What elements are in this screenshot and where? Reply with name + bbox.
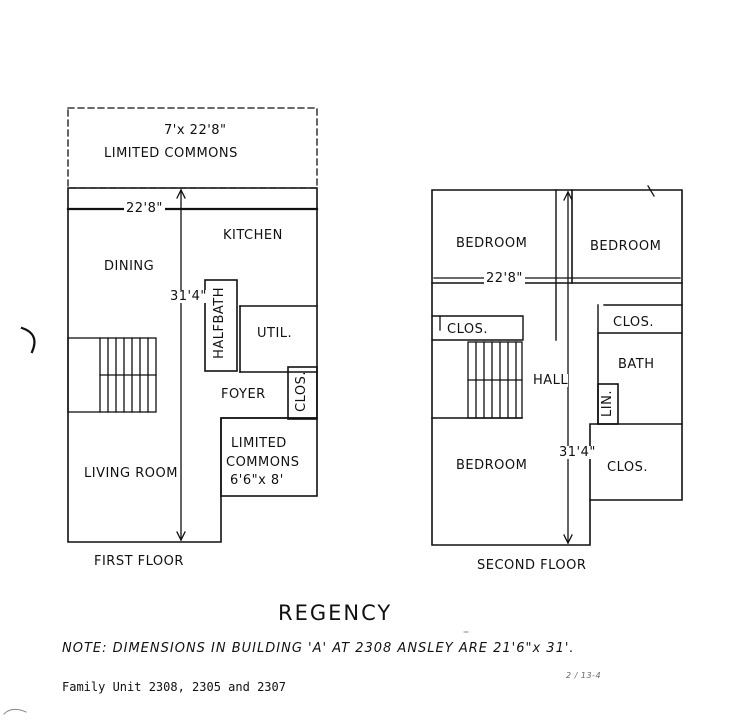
limited-commons-lower-line2: COMMONS — [226, 455, 300, 470]
right-closet-bottom-label: CLOS. — [607, 460, 648, 475]
second-floor-caption: SECOND FLOOR — [477, 558, 587, 573]
halfbath-label: HALFBATH — [212, 287, 227, 359]
second-floor-stairs — [467, 341, 523, 419]
linen-closet-label: LIN. — [600, 390, 615, 417]
halfbath-wall — [204, 279, 238, 372]
foyer-label: FOYER — [221, 387, 266, 402]
second-floor-length-dim: 31'4" — [559, 445, 596, 460]
first-floor-length-dim: 31'4" — [170, 289, 207, 304]
foyer-closet-wall — [287, 366, 318, 420]
left-closet-label: CLOS. — [447, 322, 488, 337]
first-floor-stairs — [67, 337, 157, 413]
limited-commons-lower-line1: LIMITED — [231, 436, 287, 451]
kitchen-label: KITCHEN — [223, 228, 283, 243]
dimensions-note: NOTE: DIMENSIONS IN BUILDING 'A' AT 2308… — [62, 641, 575, 656]
first-floor-width-dim: 22'8" — [124, 201, 165, 216]
first-floor-plan — [66, 107, 319, 543]
margin-scribble: 2 / 13-4 — [566, 671, 602, 680]
margin-mark — [20, 326, 36, 354]
second-floor-plan — [431, 185, 683, 546]
bedroom-label-2: BEDROOM — [590, 239, 662, 254]
hall-label: HALL — [533, 373, 569, 388]
bath-label: BATH — [618, 357, 655, 372]
dining-label: DINING — [104, 259, 155, 274]
first-floor-caption: FIRST FLOOR — [94, 554, 184, 569]
plan-title: REGENCY — [278, 601, 393, 625]
living-room-label: LIVING ROOM — [84, 466, 178, 481]
foyer-closet-label: CLOS. — [294, 371, 309, 412]
linen-closet-wall — [597, 383, 619, 425]
bedroom-label-3: BEDROOM — [456, 458, 528, 473]
second-floor-width-dim: 22'8" — [484, 271, 525, 286]
limited-commons-dims: 7'x 22'8" — [164, 123, 227, 138]
lower-limited-commons-wall — [220, 417, 318, 497]
right-closet-top-label: CLOS. — [613, 315, 654, 330]
bedroom-label-1: BEDROOM — [456, 236, 528, 251]
util-label: UTIL. — [257, 326, 293, 341]
limited-commons-lower-dims: 6'6"x 8' — [230, 473, 284, 488]
family-unit-footer: Family Unit 2308, 2305 and 2307 — [62, 680, 286, 694]
limited-commons-label: LIMITED COMMONS — [104, 146, 238, 161]
